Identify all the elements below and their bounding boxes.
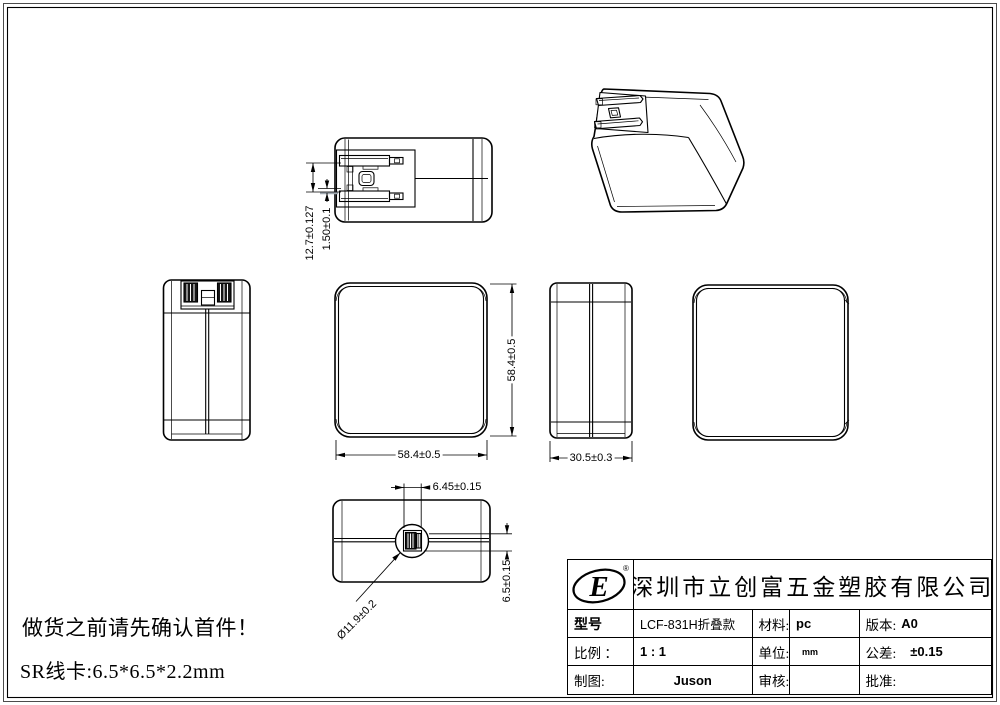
unit-label: 单位:: [752, 638, 790, 666]
approve-label: 批准:: [865, 674, 897, 689]
tolerance-value: ±0.15: [910, 644, 943, 659]
dim-front-height: 58.4±0.5: [506, 336, 518, 384]
side-view-folded-drawing: [162, 279, 251, 441]
dim-front-width: 58.4±0.5: [395, 449, 443, 461]
side-view-drawing: [549, 282, 633, 462]
tolerance-cell: 公差: ±0.15: [859, 638, 991, 666]
model-value: LCF-831H折叠款: [640, 618, 736, 632]
top-view-drawing: [306, 137, 493, 223]
check-value-cell: [790, 666, 860, 694]
material-value-cell: pc: [790, 610, 860, 638]
logo-graphic: E ®: [571, 564, 629, 603]
note-confirm-first-article: 做货之前请先确认首件！: [22, 616, 259, 640]
material-label: 材料:: [752, 610, 790, 638]
company-name: 深圳市立创富五金塑胶有限公司: [634, 560, 991, 610]
bottom-view-drawing: [332, 483, 512, 602]
model-value-cell: LCF-831H折叠款: [634, 610, 753, 638]
tolerance-label: 公差:: [865, 645, 897, 661]
note-sr-cable-clip: SR线卡:6.5*6.5*2.2mm: [20, 661, 226, 683]
company-logo: E ®: [568, 560, 634, 610]
dim-side-depth: 30.5±0.3: [567, 452, 615, 464]
drawn-label: 制图:: [568, 666, 634, 694]
unit-value-cell: mm: [790, 638, 860, 666]
sheet-border: [3, 3, 997, 702]
drawn-value: Juson: [673, 672, 712, 688]
model-label: 型号: [568, 610, 634, 638]
version-label: 版本:: [865, 617, 897, 633]
drawn-value-cell: Juson: [634, 666, 753, 694]
dim-prong-span: 12.7±0.127: [304, 205, 316, 261]
check-label: 审核:: [753, 666, 790, 694]
scale-value-cell: 1 : 1: [634, 638, 753, 666]
title-block: E ® 深圳市立创富五金塑胶有限公司 型号 LCF-831H折叠款 材料: pc…: [567, 559, 992, 695]
registered-mark-icon: ®: [623, 564, 629, 573]
dim-port-width: 6.45±0.15: [432, 481, 482, 493]
logo-letter: E: [588, 571, 608, 603]
dim-prong-thickness: 1.50±0.1: [321, 207, 333, 251]
isometric-view-drawing: [590, 88, 745, 213]
approve-cell: 批准:: [860, 666, 991, 694]
version-cell: 版本: A0: [859, 610, 991, 638]
back-view-drawing: [692, 284, 850, 441]
unit-value: mm: [802, 646, 819, 657]
front-view-drawing: [334, 282, 517, 460]
scale-value: 1 : 1: [640, 644, 667, 659]
version-value: A0: [901, 616, 918, 631]
scale-label: 比例 ：: [568, 638, 634, 666]
material-value: pc: [796, 616, 812, 631]
dim-port-height: 6.5±0.15: [501, 559, 513, 603]
